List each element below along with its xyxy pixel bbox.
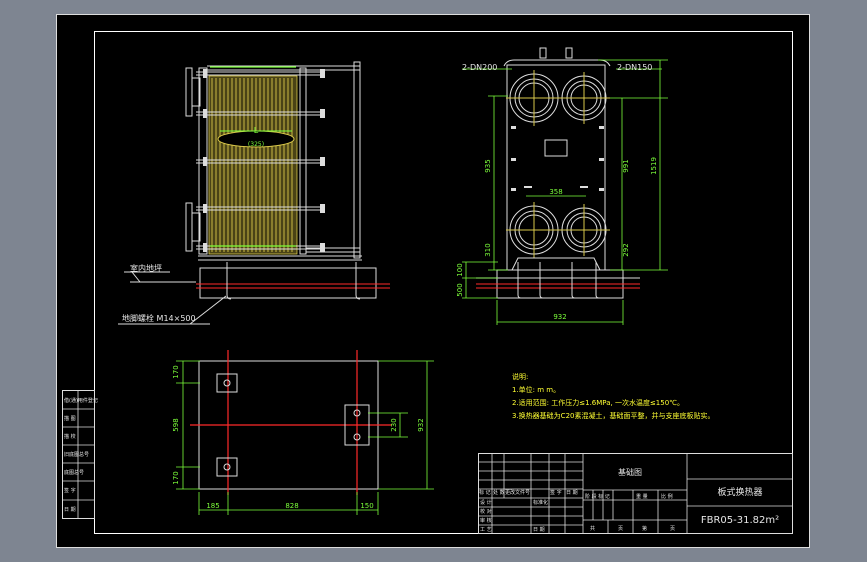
outer-frame <box>56 14 810 548</box>
dim-310: 310 <box>484 243 492 256</box>
plan-dim-right-inner: 230 <box>390 418 398 431</box>
plan-dim-150: 150 <box>360 502 373 510</box>
side-row-5: 签 字 <box>64 487 76 494</box>
dim-100: 100 <box>456 263 464 276</box>
plan-dim-left-top: 170 <box>172 365 180 378</box>
front-nozzles <box>185 67 201 252</box>
role-1: 校 对 <box>480 508 492 515</box>
role-col-1: 日 期 <box>533 527 545 533</box>
rev-header-0: 标 记 <box>479 489 491 496</box>
rev-header-2: 更改文件号 <box>505 489 530 496</box>
sheet-no: 第 <box>642 525 647 532</box>
nozzle-right-label: 2-DN150 <box>617 63 652 72</box>
plan-dim-185: 185 <box>206 502 219 510</box>
side-row-2: 描 校 <box>64 433 76 440</box>
sheet-pages-a: 页 <box>618 526 623 532</box>
title-block: 标 记 处 数 更改文件号 签 字 日 期 设 计 校 对 审 核 工 艺 标准… <box>478 453 793 534</box>
plan-dim-left-mid: 598 <box>172 418 180 431</box>
dim-932: 932 <box>553 313 566 321</box>
plate-pack <box>208 75 298 255</box>
model-number: FBR05-31.82m² <box>701 515 779 526</box>
note-line-2: 2.适用范围: 工作压力≤1.6MPa, 一次水温度≤150℃。 <box>512 398 684 407</box>
role-col-0: 标准化 <box>533 499 548 506</box>
dim-935: 935 <box>484 159 492 172</box>
sheet-total: 共 <box>590 525 595 532</box>
front-foundation <box>199 267 377 299</box>
role-0: 设 计 <box>480 499 492 506</box>
stage-header-0: 阶 段 标 记 <box>585 493 610 500</box>
plan-dim-828: 828 <box>285 502 298 510</box>
dim-500: 500 <box>456 283 464 296</box>
rev-header-4: 日 期 <box>566 490 578 496</box>
sheet-pages-b: 页 <box>670 526 675 532</box>
nozzle-left-label: 2-DN200 <box>462 63 497 72</box>
dim-292: 292 <box>622 243 630 256</box>
side-row-1: 描 图 <box>64 415 76 422</box>
role-3: 工 艺 <box>480 527 492 533</box>
rev-header-1: 处 数 <box>493 489 505 496</box>
length-value: (325) <box>248 141 264 148</box>
drawing-paper <box>56 14 810 548</box>
front-view: L (325) 室内地坪 地脚螺栓 M14×500 <box>118 61 390 325</box>
stage-header-2: 比 例 <box>661 493 673 500</box>
stage-header-1: 重 量 <box>636 493 648 500</box>
side-row-6: 日 期 <box>64 507 76 513</box>
notes: 说明: 1.单位: m m。 2.适用范围: 工作压力≤1.6MPa, 一次水温… <box>512 372 714 420</box>
drawing-name: 基础图 <box>618 467 642 477</box>
side-row-0: 借(通)用件登记 <box>64 397 98 404</box>
dim-991: 991 <box>622 159 630 172</box>
floor-label: 室内地坪 <box>130 263 162 273</box>
side-view: 2-DN200 2-DN150 935 991 1519 358 310 292… <box>456 47 668 325</box>
side-row-4: 底图总号 <box>64 469 84 476</box>
product-name: 板式换热器 <box>717 486 762 498</box>
length-symbol: L <box>254 126 259 135</box>
plan-dim-right-total: 932 <box>417 418 425 431</box>
notes-title: 说明: <box>512 372 528 381</box>
side-row-3: 旧底图总号 <box>64 451 89 458</box>
plan-dim-left-bottom: 170 <box>172 471 180 484</box>
bolt-label: 地脚螺栓 M14×500 <box>122 313 196 323</box>
note-line-1: 1.单位: m m。 <box>512 385 560 394</box>
side-table: 借(通)用件登记 描 图 描 校 旧底图总号 底图总号 签 字 日 期 <box>62 390 98 519</box>
dim-358: 358 <box>549 188 562 196</box>
note-line-3: 3.换热器基础为C20素混凝土，基础面平整，并与支座底板贴实。 <box>512 411 714 420</box>
inner-frame <box>94 31 793 534</box>
role-2: 审 核 <box>480 517 492 524</box>
dim-1519: 1519 <box>650 157 658 175</box>
rev-header-3: 签 字 <box>550 489 562 496</box>
plan-view: 170 598 170 932 230 185 828 150 <box>172 350 434 515</box>
